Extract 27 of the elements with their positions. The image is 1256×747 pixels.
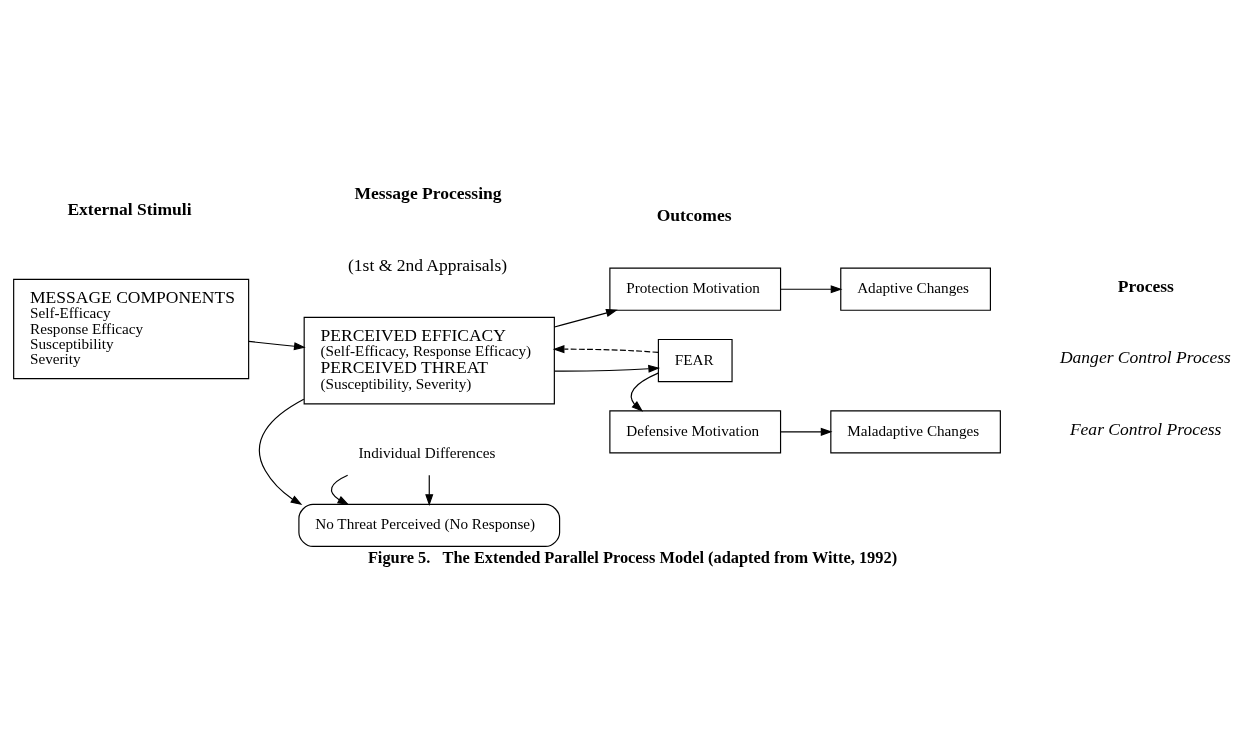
label: (1st & 2nd Appraisals)	[348, 254, 508, 275]
arrow	[780, 427, 833, 436]
arrow	[248, 340, 306, 350]
arrow	[553, 364, 661, 373]
arrow	[330, 474, 350, 505]
node-box: PERCEIVED EFFICACY (Self-Efficacy, Response Efficacy) PERCEIVED THREAT (Susceptibility, Severity)	[303, 316, 555, 404]
label: Process	[1117, 275, 1174, 296]
arrow	[552, 344, 659, 353]
label: Fear Control Process	[1069, 418, 1222, 439]
node-box: No Threat Perceived (No Response)	[298, 503, 561, 547]
label: External Stimuli	[67, 198, 192, 219]
label: Danger Control Process	[1059, 346, 1231, 367]
arrow	[553, 308, 618, 328]
node-box: FEAR	[657, 338, 733, 382]
node-box: Protection Motivation	[609, 267, 782, 311]
arrow	[258, 398, 305, 505]
label: Message Processing	[354, 182, 502, 203]
node-box: Maladaptive Changes	[830, 409, 1001, 453]
node-text: Individual Differences	[358, 443, 496, 461]
arrow	[630, 372, 659, 412]
node-box: Adaptive Changes	[840, 267, 991, 311]
node-box: MESSAGE COMPONENTS Self-Efficacy Response Efficacy Susceptibility Severity	[13, 278, 250, 379]
caption: Figure 5. The Extended Parallel Process Model (adapted from Witte, 1992)	[367, 547, 898, 567]
arrow	[780, 284, 843, 293]
node-box: Defensive Motivation	[609, 409, 782, 453]
label: Outcomes	[656, 204, 732, 225]
arrow	[425, 474, 434, 506]
